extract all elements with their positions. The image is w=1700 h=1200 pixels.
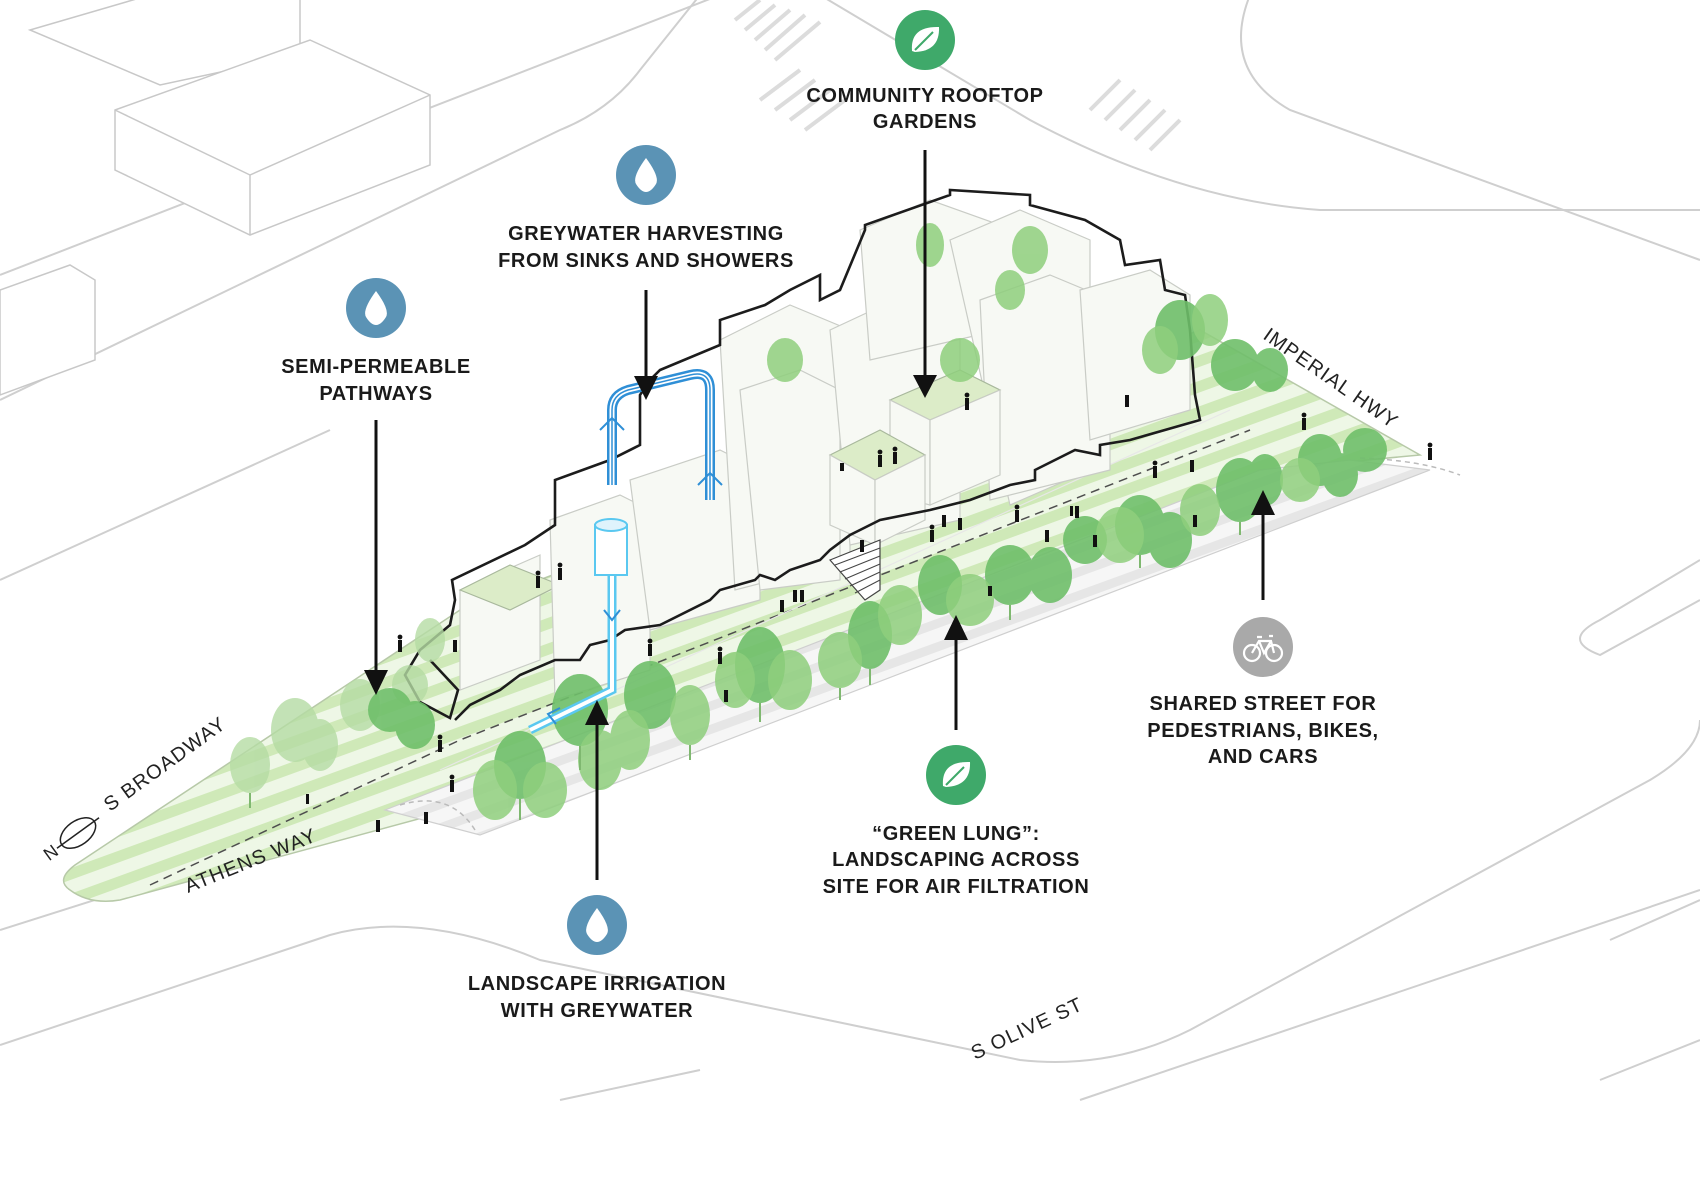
pathways-line1: SEMI-PERMEABLE [281, 356, 471, 378]
leaf-icon [926, 745, 986, 805]
leaf-icon [895, 10, 955, 70]
greywater-line2: FROM SINKS AND SHOWERS [498, 250, 794, 272]
callout-green-lung: “GREEN LUNG”: LANDSCAPING ACROSS SITE FO… [823, 823, 1090, 898]
irrigation-line2: WITH GREYWATER [501, 1000, 693, 1022]
context-roads [0, 0, 1700, 1101]
callout-rooftop-gardens: COMMUNITY ROOFTOP GARDENS [806, 85, 1043, 133]
green-lung-line1: “GREEN LUNG”: [872, 823, 1040, 845]
trees [230, 223, 1387, 820]
green-lung-line3: SITE FOR AIR FILTRATION [823, 876, 1090, 898]
crosswalks [733, 0, 1182, 152]
shared-street-line2: PEDESTRIANS, BIKES, [1147, 720, 1378, 742]
street-label-olive: S OLIVE ST [968, 993, 1087, 1064]
shared-street-line1: SHARED STREET FOR [1150, 693, 1377, 715]
rooftop-line2: GARDENS [873, 111, 977, 133]
callout-semi-permeable: SEMI-PERMEABLE PATHWAYS [281, 356, 471, 405]
rooftop-line1: COMMUNITY ROOFTOP [806, 85, 1043, 107]
pathways-line2: PATHWAYS [319, 383, 432, 405]
north-label: N [40, 840, 63, 865]
callout-arrows [364, 150, 1275, 880]
irrigation-line1: LANDSCAPE IRRIGATION [468, 973, 726, 995]
people [306, 392, 1433, 832]
greywater-pipes [528, 369, 723, 735]
building-massing [403, 188, 1202, 721]
water-drop-icon [346, 278, 406, 338]
callout-landscape-irrigation: LANDSCAPE IRRIGATION WITH GREYWATER [468, 973, 726, 1022]
shared-street-line3: AND CARS [1208, 746, 1318, 768]
water-tank [594, 518, 628, 576]
callout-shared-street: SHARED STREET FOR PEDESTRIANS, BIKES, AN… [1147, 693, 1378, 768]
water-drop-icon [616, 145, 676, 205]
bicycle-icon [1233, 617, 1293, 677]
green-lung-line2: LANDSCAPING ACROSS [832, 849, 1080, 871]
context-buildings [0, 0, 431, 396]
callout-greywater-harvesting: GREYWATER HARVESTING FROM SINKS AND SHOW… [498, 223, 794, 272]
water-drop-icon [567, 895, 627, 955]
greywater-line1: GREYWATER HARVESTING [508, 223, 784, 245]
